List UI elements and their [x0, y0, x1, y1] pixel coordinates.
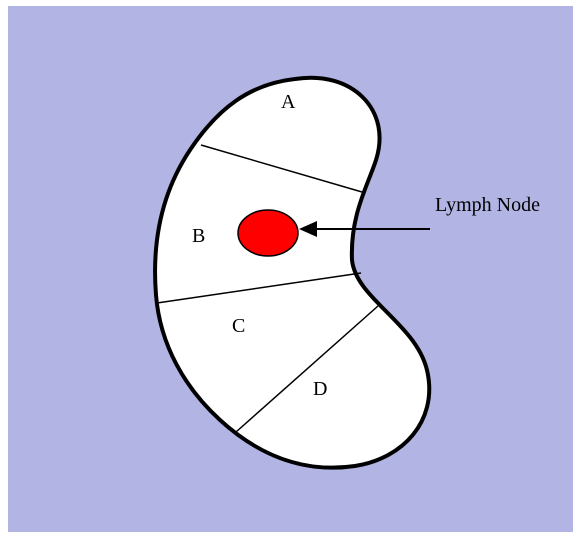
lymph-node-icon — [238, 210, 298, 256]
region-b-label: B — [192, 225, 205, 247]
lymph-node-label: Lymph Node — [435, 194, 540, 216]
region-d-label: D — [313, 378, 327, 400]
region-c-label: C — [232, 315, 245, 337]
region-a-label: A — [281, 91, 296, 113]
